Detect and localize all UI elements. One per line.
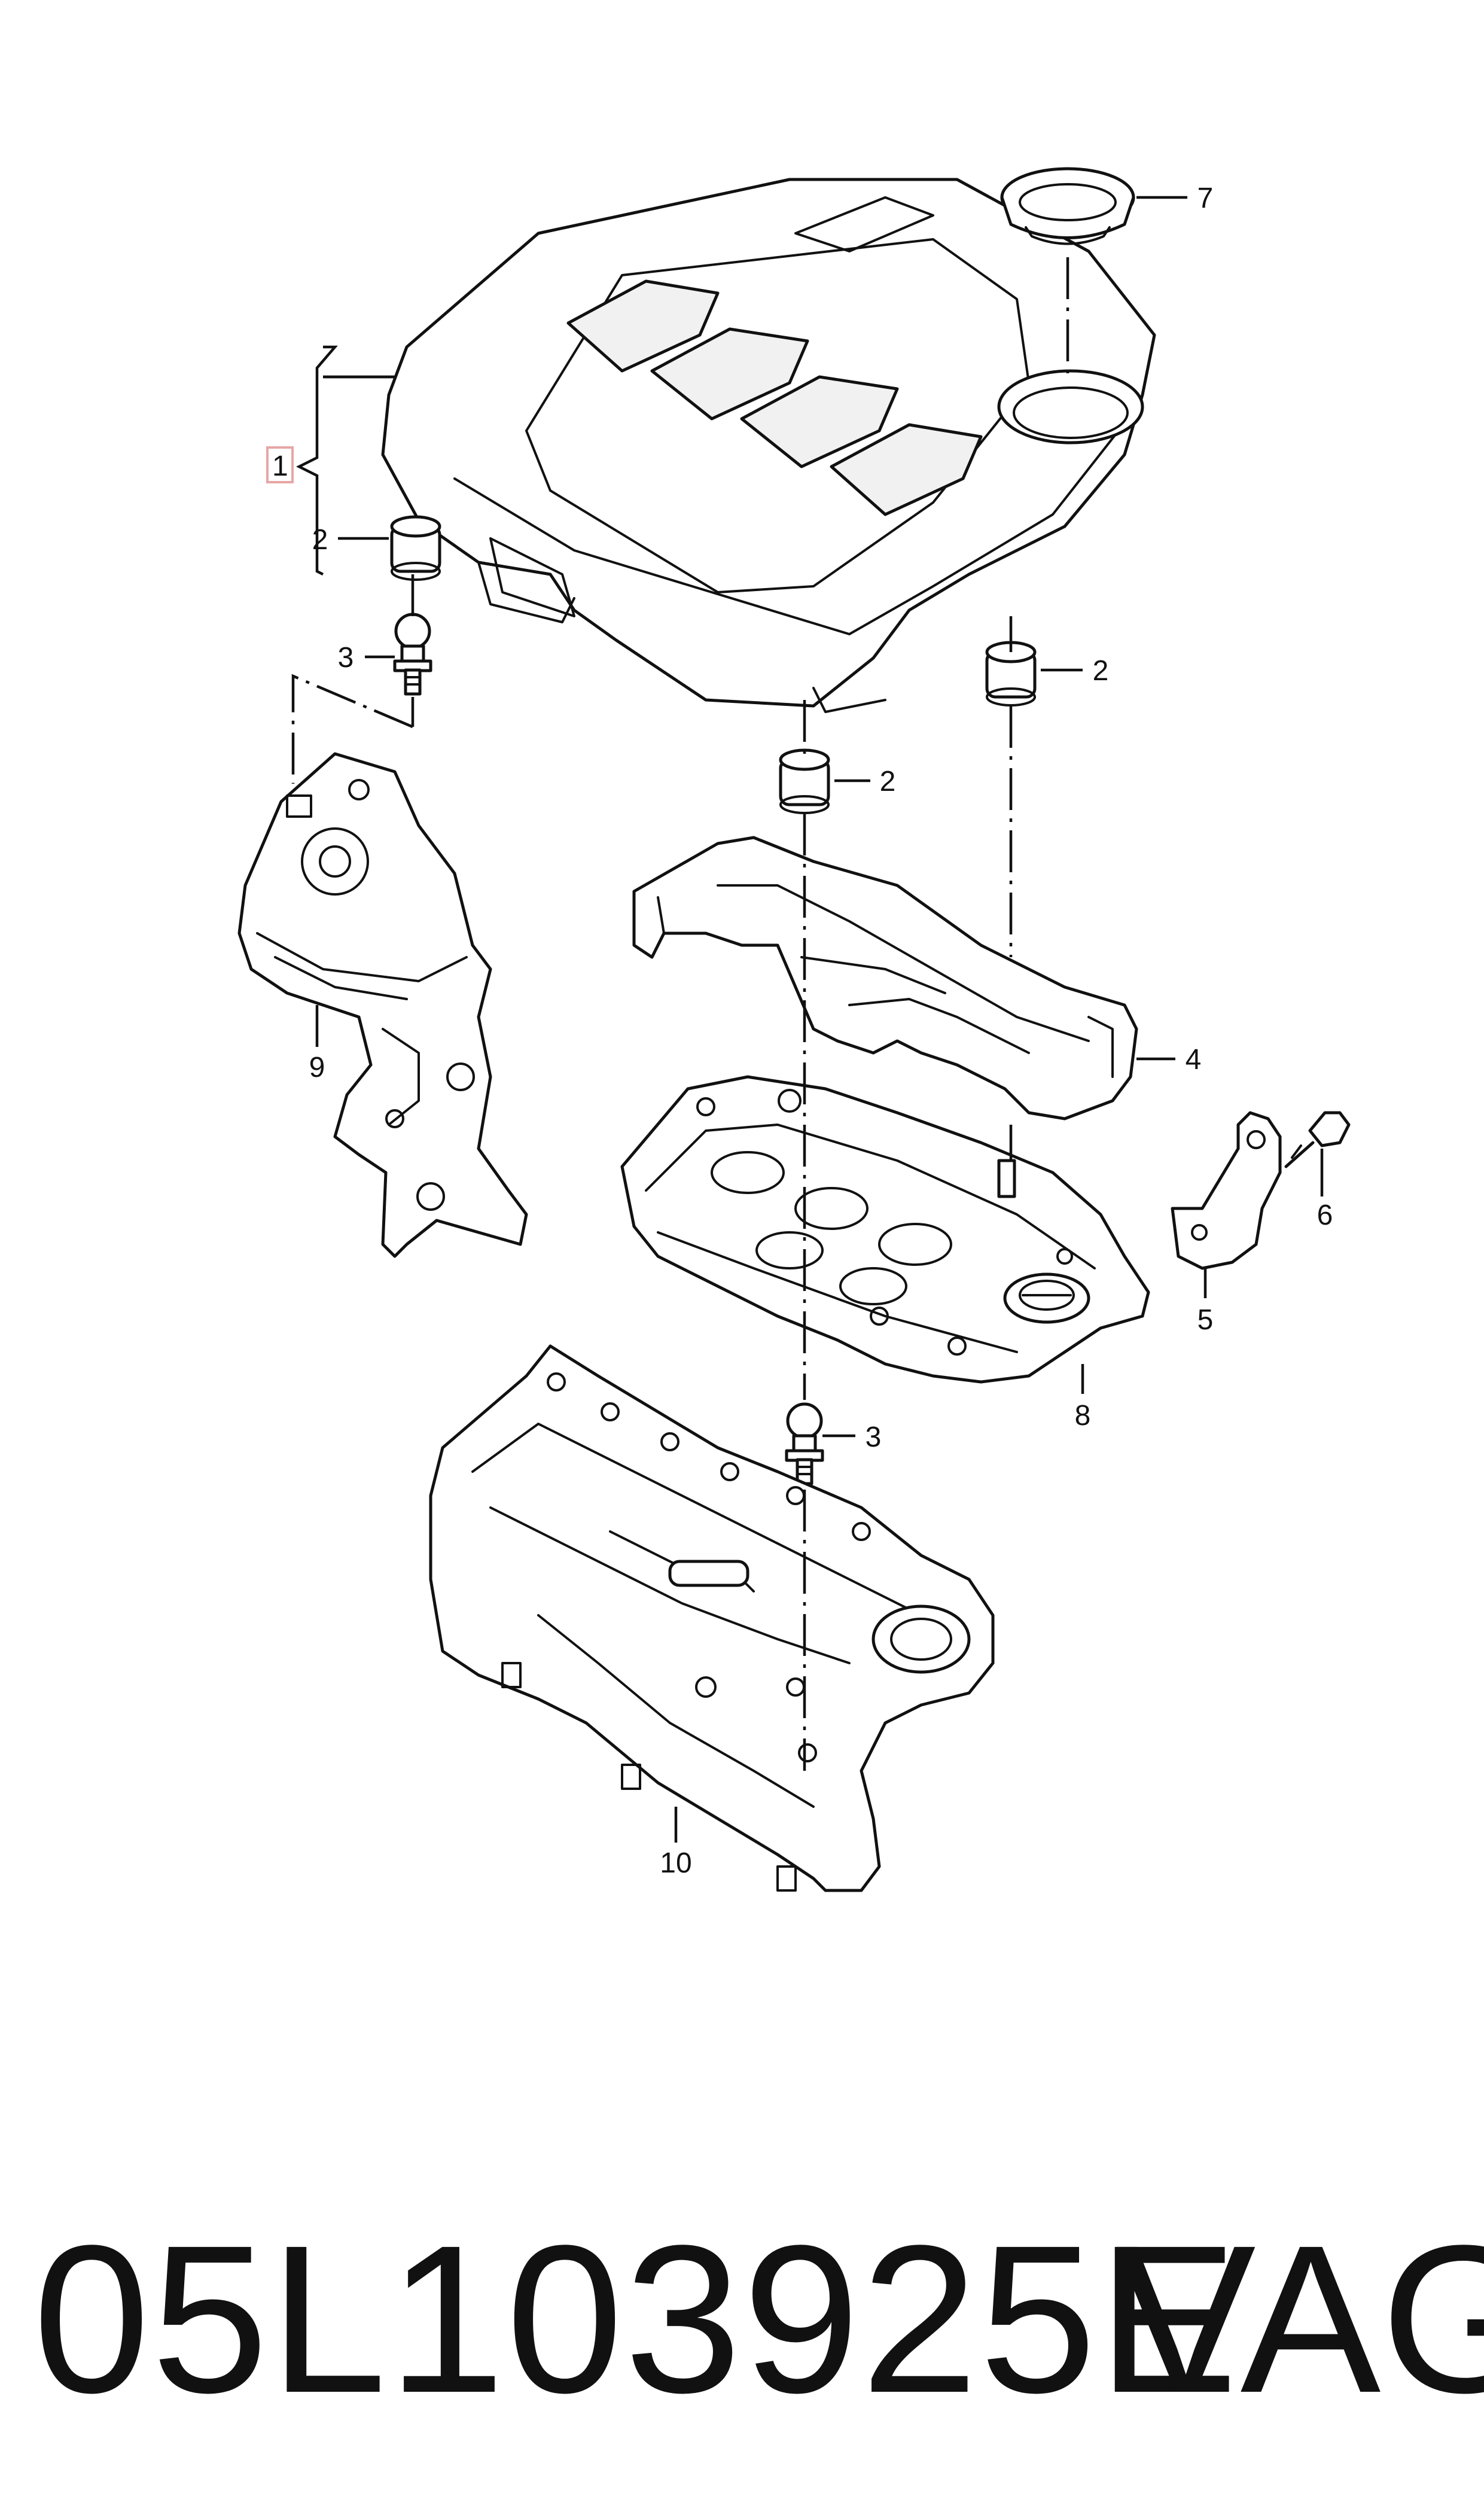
small-bracket-part <box>1171 1111 1282 1270</box>
intake-manifold-part <box>429 1344 995 1892</box>
grommet-part-left <box>390 515 441 581</box>
callout-1-bracket <box>295 345 395 576</box>
part-number-label: 05L103925E <box>33 2201 1239 2437</box>
callout-7: 7 <box>1197 182 1214 214</box>
front-bracket-part <box>237 752 528 1258</box>
ball-stud-part-upper <box>393 613 432 696</box>
callout-3-lower: 3 <box>866 1421 882 1453</box>
callout-1: 1 <box>272 450 288 482</box>
callout-5: 5 <box>1197 1304 1214 1336</box>
centerline-left-bracket <box>291 674 413 784</box>
callout-2-left: 2 <box>312 524 328 556</box>
ball-stud-part-lower <box>785 1402 824 1485</box>
grommet-part-center <box>779 748 830 814</box>
callout-10: 10 <box>660 1847 691 1879</box>
brand-label: VAG <box>1116 2201 1484 2437</box>
callout-2-center: 2 <box>880 766 896 797</box>
callout-6: 6 <box>1317 1199 1333 1231</box>
bolt-part <box>1284 1111 1351 1168</box>
filler-cap-seal-part <box>1000 167 1135 245</box>
engine-cover-part <box>381 178 1156 713</box>
heat-shield-part <box>632 836 1138 1121</box>
cylinder-head-cover-part <box>620 1075 1150 1384</box>
callout-3-upper: 3 <box>338 642 354 674</box>
callout-2-right: 2 <box>1093 655 1109 687</box>
callout-9: 9 <box>309 1052 325 1083</box>
callout-4: 4 <box>1186 1044 1202 1076</box>
callout-1-highlight-box <box>266 446 294 483</box>
callout-8: 8 <box>1075 1400 1091 1432</box>
